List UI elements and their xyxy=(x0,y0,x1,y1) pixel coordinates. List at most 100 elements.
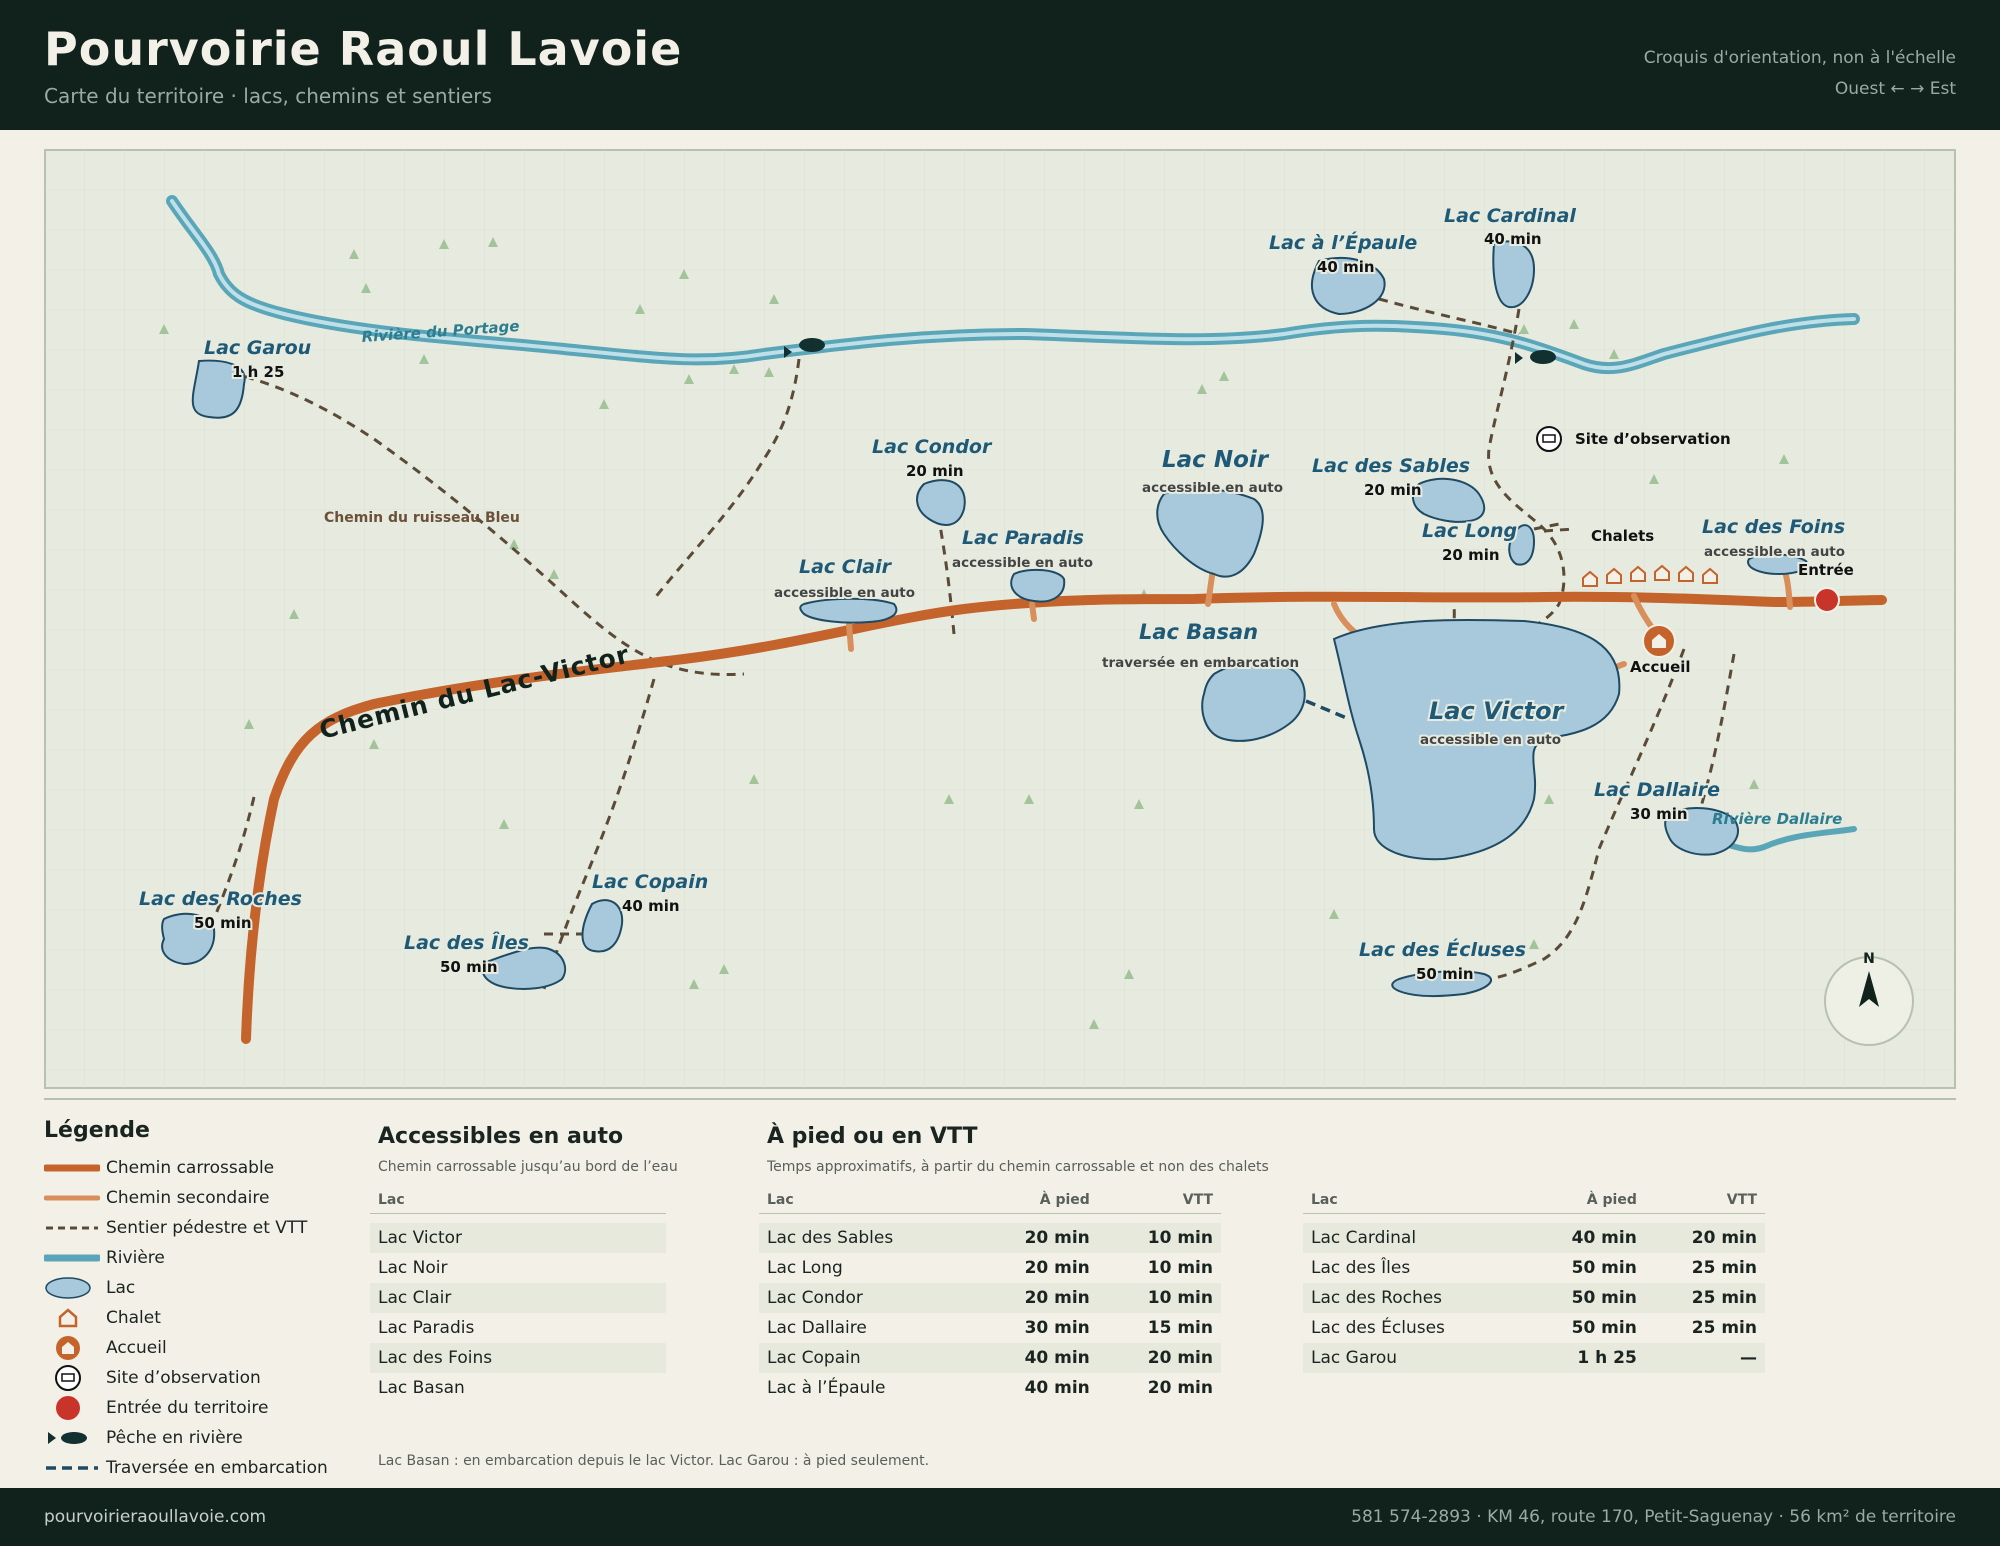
lake-cardinal-label[interactable]: Lac Cardinal xyxy=(1442,203,1578,229)
entry-point-icon[interactable] xyxy=(1814,587,1840,613)
legend-item-fishing: Pêche en rivière xyxy=(44,1423,364,1453)
lake-paradis xyxy=(1010,568,1066,603)
lake-long-label[interactable]: Lac Long xyxy=(1420,518,1519,544)
fishing-icons[interactable] xyxy=(784,338,1556,364)
contact-info: 581 574-2893 · KM 46, route 170, Petit-S… xyxy=(1351,1507,1956,1527)
lake-sables-label[interactable]: Lac des Sables xyxy=(1310,453,1472,479)
auto-section: Accessibles en auto Chemin carrossable j… xyxy=(378,1124,678,1175)
chalets-label: Chalets xyxy=(1591,527,1654,545)
lake-iles xyxy=(481,946,567,990)
lake-garou-label[interactable]: Lac Garou xyxy=(202,335,313,361)
river-portage xyxy=(166,195,1860,375)
accueil-icon[interactable] xyxy=(1642,624,1676,658)
lake-iles-label[interactable]: Lac des Îles xyxy=(402,929,531,956)
legend-item-river: Rivière xyxy=(44,1248,165,1268)
footnote: Lac Basan : en embarcation depuis le lac… xyxy=(378,1453,930,1469)
lake-sables-time: 20 min xyxy=(1364,481,1422,499)
entry-icon xyxy=(56,1396,80,1420)
table-row[interactable]: Lac Victor xyxy=(370,1223,666,1253)
legend-item-road: Chemin carrossable xyxy=(44,1158,275,1178)
auto-subtitle: Chemin carrossable jusqu’au bord de l’ea… xyxy=(378,1159,678,1175)
table-row[interactable]: Lac Basan xyxy=(378,1378,465,1398)
lake-copain-label[interactable]: Lac Copain xyxy=(590,869,710,895)
table-row[interactable]: Lac Paradis xyxy=(378,1318,475,1338)
lake-noir-info: accessible en auto xyxy=(1142,480,1283,496)
legend: Légende Chemin carrossable Chemin second… xyxy=(44,1118,364,1483)
observation-icon xyxy=(55,1365,81,1391)
legend-item-chalet: Chalet xyxy=(44,1303,364,1333)
legend-item-trail: Sentier pédestre et VTT xyxy=(46,1218,308,1238)
territory-map[interactable]: N Rivière du Portage Rivière Dallaire Ch… xyxy=(44,149,1956,1089)
lake-dallaire-time: 30 min xyxy=(1630,805,1688,823)
table-row[interactable]: Lac des Foins xyxy=(370,1343,666,1373)
observation-label: Site d’observation xyxy=(1575,430,1731,448)
legend-item-boat: Traversée en embarcation xyxy=(46,1458,328,1478)
auto-title: Accessibles en auto xyxy=(378,1124,624,1149)
lake-epaule-label[interactable]: Lac à l’Épaule xyxy=(1267,229,1419,256)
auto-table: Lac Lac Victor Lac Noir Lac Clair Lac Pa… xyxy=(370,1187,666,1403)
lake-foins xyxy=(1747,553,1809,576)
scale-note: Croquis d'orientation, non à l'échelle xyxy=(1643,48,1956,68)
lake-clair xyxy=(799,597,898,624)
table-row[interactable]: Lac Noir xyxy=(378,1258,448,1278)
compass-icon: N xyxy=(1824,951,1914,1046)
svg-text:N: N xyxy=(1863,951,1875,967)
lake-clair-label[interactable]: Lac Clair xyxy=(797,554,895,580)
lake-roches-time: 50 min xyxy=(194,914,252,932)
lake-condor-time: 20 min xyxy=(906,462,964,480)
lake-foins-label[interactable]: Lac des Foins xyxy=(1700,514,1847,540)
lake-iles-time: 50 min xyxy=(440,958,498,976)
lake-epaule-time: 40 min xyxy=(1317,258,1375,276)
lake-sables xyxy=(1412,477,1486,523)
lake-victor xyxy=(1332,618,1621,861)
lake-dallaire-label[interactable]: Lac Dallaire xyxy=(1592,777,1722,803)
legend-item-accueil: Accueil xyxy=(44,1333,364,1363)
lake-long-time: 20 min xyxy=(1442,546,1500,564)
lake-cardinal-time: 40 min xyxy=(1484,230,1542,248)
lake-ecluses xyxy=(1391,970,1492,997)
lake-noir-label[interactable]: Lac Noir xyxy=(1160,445,1272,475)
legend-item-secondary-road: Chemin secondaire xyxy=(44,1188,270,1208)
lake-long xyxy=(1508,524,1536,566)
lake-condor xyxy=(916,479,966,526)
website-link[interactable]: pourvoirieraoullavoie.com xyxy=(44,1507,267,1527)
river-dallaire-label: Rivière Dallaire xyxy=(1712,810,1842,828)
lake-basan xyxy=(1201,660,1306,742)
lake-victor-label[interactable]: Lac Victor xyxy=(1427,695,1568,727)
chalet-icons xyxy=(1582,564,1718,587)
lake-noir xyxy=(1156,487,1264,578)
legend-item-lake: Lac xyxy=(44,1273,364,1303)
lake-garou-time: 1 h 25 xyxy=(232,363,284,381)
foot-title: À pied ou en VTT xyxy=(767,1124,978,1149)
lake-ecluses-label[interactable]: Lac des Écluses xyxy=(1357,936,1528,963)
page-title: Pourvoirie Raoul Lavoie xyxy=(44,22,683,76)
lake-basan-label[interactable]: Lac Basan xyxy=(1137,618,1260,646)
boat-crossing xyxy=(1305,699,1350,721)
observation-site-icon[interactable] xyxy=(1536,426,1562,452)
main-road xyxy=(241,591,1887,1044)
accueil-icon xyxy=(56,1336,80,1360)
lake-copain-time: 40 min xyxy=(622,897,680,915)
lake-garou xyxy=(191,359,246,419)
lake-foins-info: accessible en auto xyxy=(1704,544,1845,560)
lake-paradis-label[interactable]: Lac Paradis xyxy=(960,525,1086,551)
legend-item-entry: Entrée du territoire xyxy=(44,1393,364,1423)
table-row[interactable]: Lac Clair xyxy=(370,1283,666,1313)
lake-roches-label[interactable]: Lac des Roches xyxy=(137,886,304,912)
trail-label: Chemin du ruisseau Bleu xyxy=(324,510,520,526)
lake-epaule xyxy=(1310,257,1386,316)
lakes xyxy=(161,240,1809,997)
lake-condor-label[interactable]: Lac Condor xyxy=(870,434,995,460)
lake-paradis-info: accessible en auto xyxy=(952,555,1093,571)
